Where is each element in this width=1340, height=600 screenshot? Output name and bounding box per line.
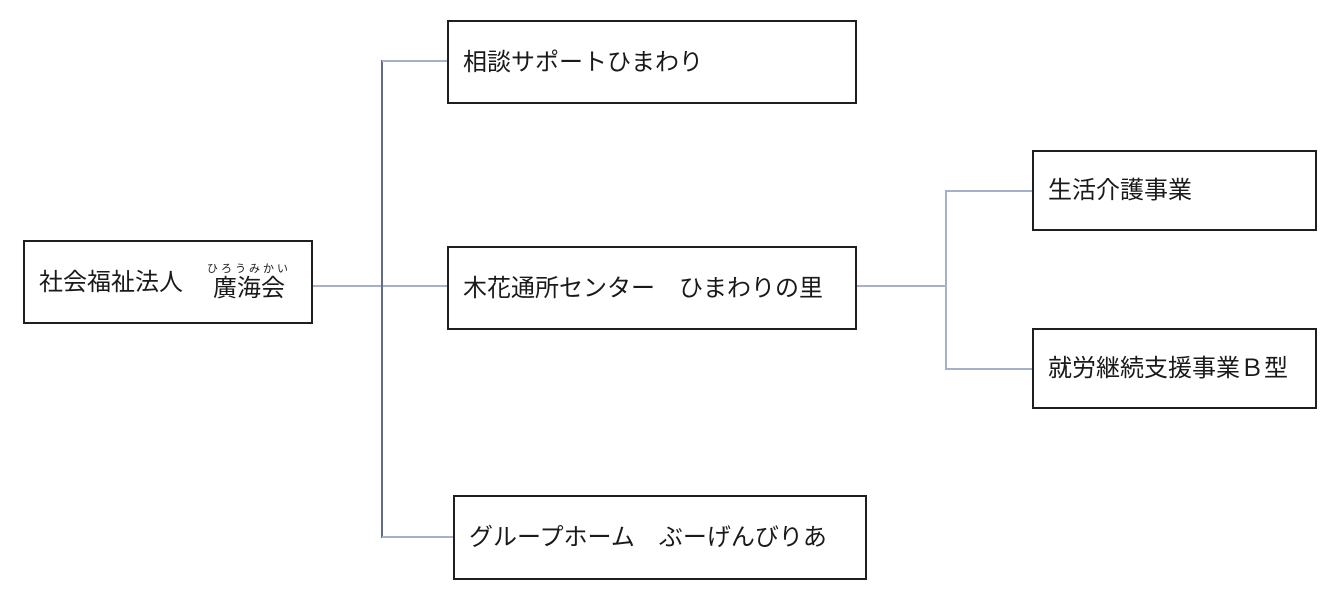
node-group-home-bougainvillea: グループホーム ぶーげんびりあ <box>453 495 867 580</box>
connector-trunk-to-group-home <box>382 536 453 538</box>
root-name-label: 廣海会 <box>213 273 285 302</box>
connector-root-to-kibana-center <box>313 285 447 287</box>
connector-branch-to-employment-support-b <box>946 368 1032 370</box>
root-furigana-label: ひろうみかい <box>207 261 291 275</box>
root-prefix-label: 社会福祉法人 <box>39 267 183 296</box>
connector-branch-to-life-care <box>946 190 1032 192</box>
node-consultation-support-himawari: 相談サポートひまわり <box>447 20 857 104</box>
node-root-corporation: 社会福祉法人 廣海会 ひろうみかい <box>23 240 313 324</box>
node-life-care-service: 生活介護事業 <box>1032 150 1317 231</box>
root-name-with-furigana: 廣海会 ひろうみかい <box>207 262 291 303</box>
node-label: 木花通所センター ひまわりの里 <box>463 273 823 302</box>
node-label: グループホーム ぶーげんびりあ <box>469 523 827 552</box>
connector-trunk-to-consultation-support <box>382 60 447 62</box>
connector-kibana-center-to-branch <box>857 285 946 287</box>
node-label: 生活介護事業 <box>1048 176 1192 205</box>
node-kibana-day-center-himawari: 木花通所センター ひまわりの里 <box>447 246 857 330</box>
node-label: 相談サポートひまわり <box>463 47 703 76</box>
node-label: 就労継続支援事業Ｂ型 <box>1048 354 1288 383</box>
node-employment-support-type-b: 就労継続支援事業Ｂ型 <box>1032 328 1317 409</box>
connector-right-trunk <box>945 190 947 370</box>
connector-left-trunk <box>381 60 383 538</box>
